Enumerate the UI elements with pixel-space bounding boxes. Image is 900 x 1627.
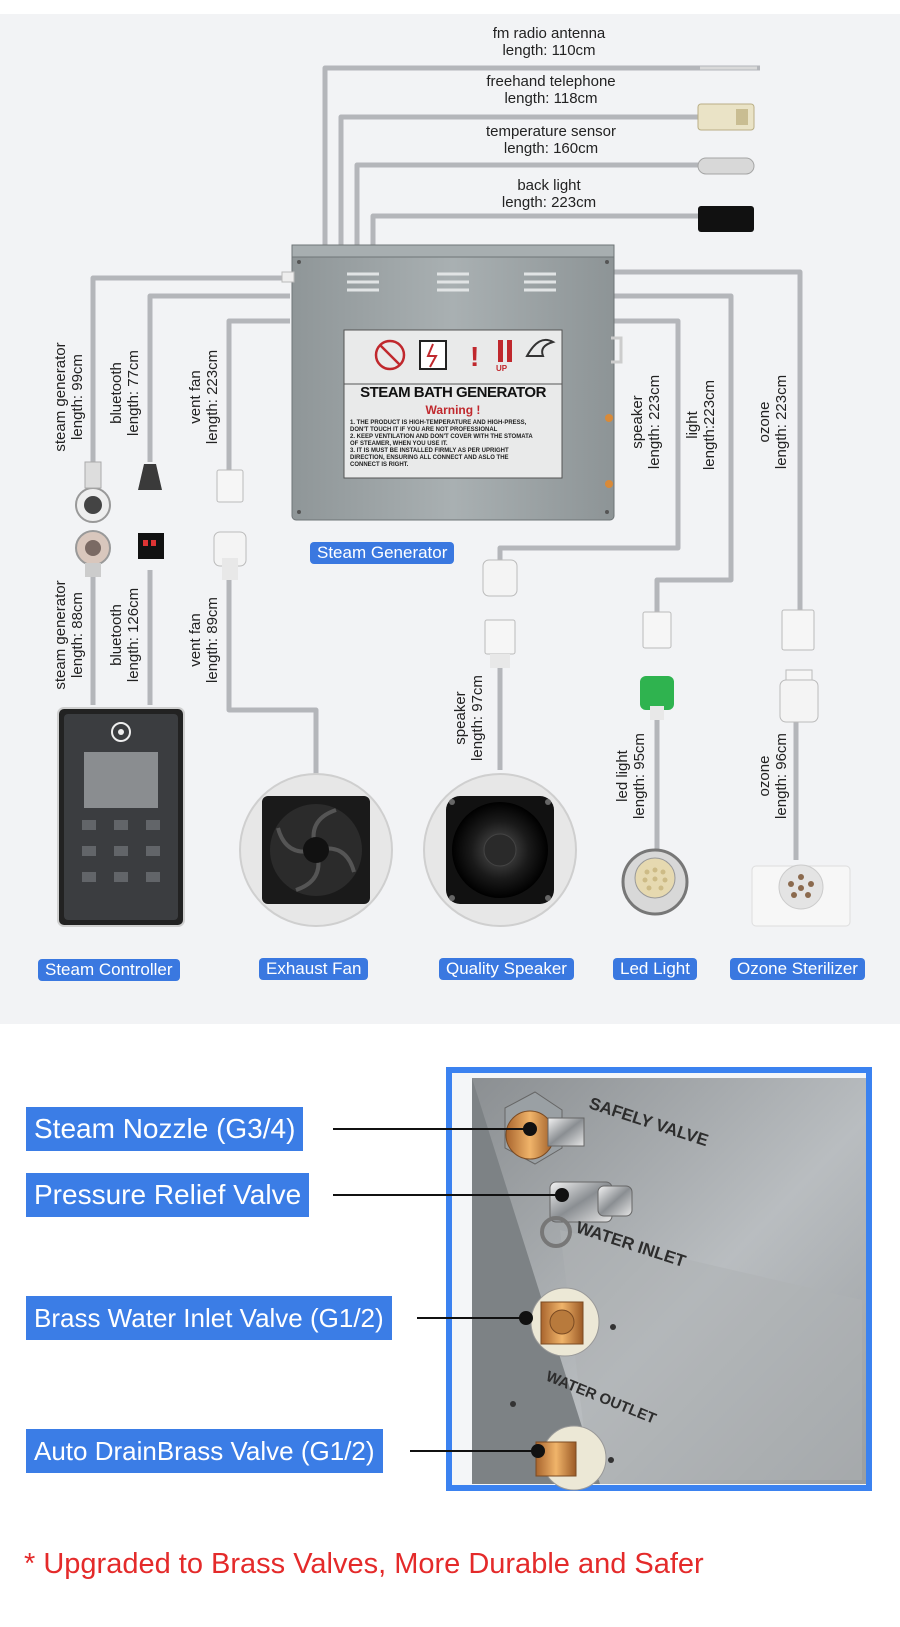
plate-up: UP <box>496 364 508 373</box>
steam-nozzle-tag: Steam Nozzle (G3/4) <box>26 1107 304 1151</box>
cables <box>90 65 803 860</box>
temperature-sensor-icon <box>697 157 755 175</box>
plate-text: 1. THE PRODUCT IS HIGH-TEMPERATURE AND H… <box>350 420 533 468</box>
up-arrow-icon <box>498 340 503 362</box>
steam-controller-label: Steam Controller <box>38 959 180 981</box>
steam-generator-label: Steam Generator <box>310 542 455 564</box>
ozone-sterilizer-label: Ozone Sterilizer <box>730 958 865 980</box>
brass-water-inlet-valve-tag: Brass Water Inlet Valve (G1/2) <box>26 1296 392 1340</box>
steam-controller-device <box>57 707 185 927</box>
valve-photo: SAFELY VALVE WATER INLET WATER OUTLET <box>446 1067 872 1491</box>
no-touch-icon <box>374 339 406 371</box>
ozone-sterilizer-device <box>751 864 851 927</box>
pressure-relief-valve-tag: Pressure Relief Valve <box>26 1173 310 1217</box>
exhaust-fan-label: Exhaust Fan <box>259 958 369 980</box>
connectors <box>75 461 819 723</box>
led-light-label: Led Light <box>613 958 697 980</box>
exhaust-fan-device <box>239 773 393 927</box>
plate-title: STEAM BATH GENERATOR <box>360 384 546 401</box>
quality-speaker-label: Quality Speaker <box>439 958 574 980</box>
exclamation-icon: ! <box>470 341 479 372</box>
led-light-device <box>621 848 689 916</box>
leader-lines <box>333 1122 569 1458</box>
backlight-plug-icon <box>698 206 754 232</box>
plate-warning: Warning ! <box>425 403 481 417</box>
auto-drain-brass-valve-tag: Auto DrainBrass Valve (G1/2) <box>26 1429 383 1473</box>
quality-speaker-device <box>423 773 577 927</box>
steam-generator-box: ! <box>281 244 623 521</box>
brand-logo-icon <box>525 338 556 357</box>
footer-note: * Upgraded to Brass Valves, More Durable… <box>24 1548 704 1580</box>
